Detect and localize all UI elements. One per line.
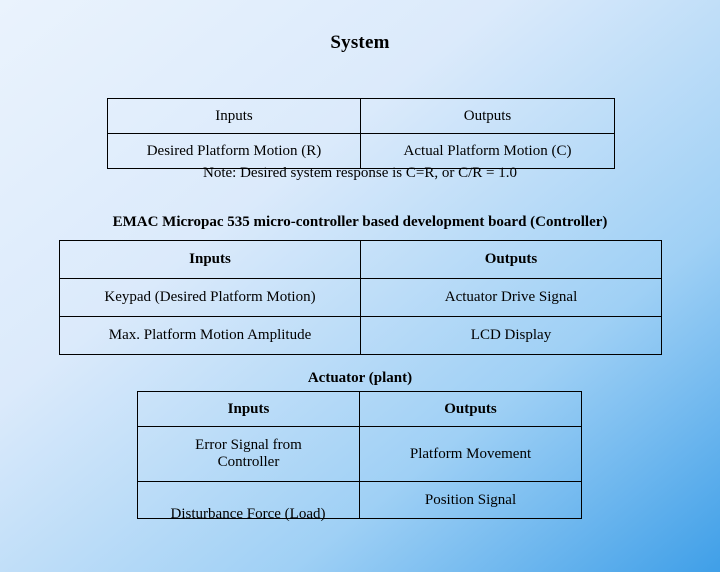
actuator-cell-output-2: Position Signal bbox=[359, 481, 582, 519]
table-row: Inputs Outputs bbox=[59, 240, 662, 279]
page-title: System bbox=[330, 32, 390, 53]
actuator-header-inputs: Inputs bbox=[137, 391, 360, 427]
slide: System Inputs Outputs Desired Platform M… bbox=[0, 32, 720, 572]
actuator-table-wrapper: Inputs Outputs Error Signal from Control… bbox=[137, 391, 582, 519]
table-row: Error Signal from Controller Platform Mo… bbox=[137, 426, 582, 482]
table-row: Desired Platform Motion (R) Actual Platf… bbox=[107, 133, 615, 169]
table-row: Keypad (Desired Platform Motion) Actuato… bbox=[59, 278, 662, 317]
actuator-cell-output-1: Platform Movement bbox=[359, 426, 582, 482]
table-row: Inputs Outputs bbox=[137, 391, 582, 427]
actuator-table: Inputs Outputs Error Signal from Control… bbox=[137, 391, 582, 519]
emac-heading: EMAC Micropac 535 micro-controller based… bbox=[112, 214, 608, 230]
system-table: Inputs Outputs Desired Platform Motion (… bbox=[107, 98, 615, 169]
table-row: Position Signal bbox=[137, 481, 582, 519]
emac-cell-input-1: Keypad (Desired Platform Motion) bbox=[59, 278, 361, 317]
actuator-cell-input-1: Error Signal from Controller bbox=[137, 426, 360, 482]
actuator-cell-input-2 bbox=[137, 481, 360, 519]
emac-table: Inputs Outputs Keypad (Desired Platform … bbox=[59, 240, 662, 355]
emac-cell-output-2: LCD Display bbox=[360, 316, 662, 355]
system-cell-output-1: Actual Platform Motion (C) bbox=[360, 133, 615, 169]
system-header-outputs: Outputs bbox=[360, 98, 615, 134]
emac-cell-output-1: Actuator Drive Signal bbox=[360, 278, 662, 317]
table-row: Inputs Outputs bbox=[107, 98, 615, 134]
emac-cell-input-2: Max. Platform Motion Amplitude bbox=[59, 316, 361, 355]
emac-table-wrapper: Inputs Outputs Keypad (Desired Platform … bbox=[59, 240, 662, 355]
emac-header-inputs: Inputs bbox=[59, 240, 361, 279]
system-note: Note: Desired system response is C=R, or… bbox=[203, 165, 517, 181]
emac-header-outputs: Outputs bbox=[360, 240, 662, 279]
system-header-inputs: Inputs bbox=[107, 98, 361, 134]
actuator-header-outputs: Outputs bbox=[359, 391, 582, 427]
system-cell-input-1: Desired Platform Motion (R) bbox=[107, 133, 361, 169]
actuator-heading: Actuator (plant) bbox=[307, 370, 413, 386]
system-table-wrapper: Inputs Outputs Desired Platform Motion (… bbox=[107, 98, 615, 169]
actuator-overflow-text: Disturbance Force (Load) bbox=[170, 506, 326, 522]
table-row: Max. Platform Motion Amplitude LCD Displ… bbox=[59, 316, 662, 355]
